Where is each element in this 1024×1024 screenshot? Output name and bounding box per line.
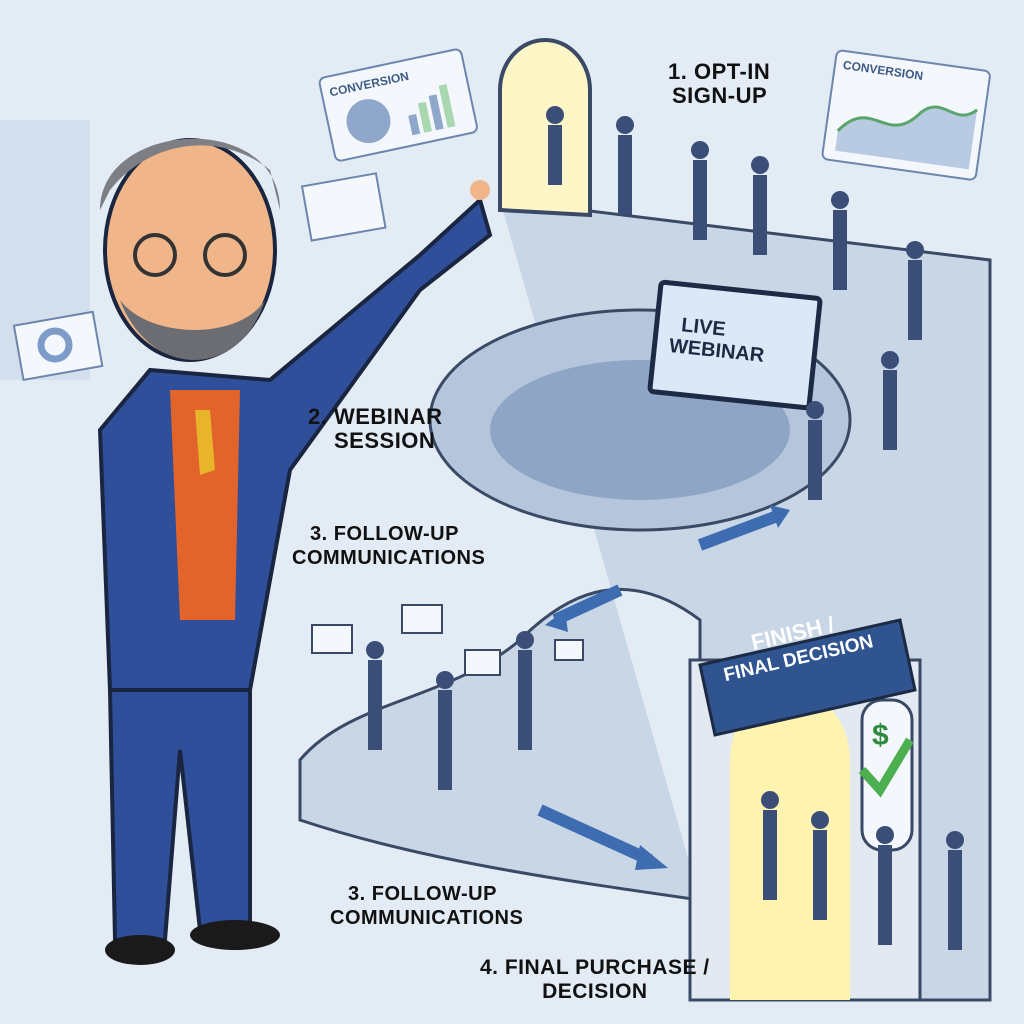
email-icons [311, 604, 584, 676]
stage-1-subtitle: Sign-Up [672, 83, 768, 108]
webinar-screen [647, 279, 823, 411]
conversion-panel-right: CONVERSION [821, 49, 991, 181]
finish-banner [698, 618, 917, 737]
stage-1-title: 1. Opt-In [668, 59, 771, 84]
stage-3-title: 3. Follow-Up [310, 523, 459, 545]
chart-panel-small [300, 172, 387, 242]
stage-3-label: 3. Follow-Up Communications [292, 522, 485, 570]
stage-4-subtitle: Decision [542, 980, 648, 1003]
stage-2-title: 2. Webinar [308, 404, 443, 429]
path-arrow [537, 804, 653, 866]
crowd [366, 106, 964, 950]
path-arrow [552, 584, 623, 626]
stage-3b-subtitle: Communications [330, 907, 524, 929]
stage-4-label: 4. Final Purchase / Decision [480, 956, 710, 1004]
stage-3-subtitle: Communications [292, 547, 486, 569]
stage-3b-label: 3. Follow-Up Communications [330, 882, 523, 930]
dollar-icon: $ [872, 719, 889, 752]
stage-2-label: 2. Webinar Session [308, 405, 443, 453]
conversion-panel-left: CONVERSION [318, 48, 478, 162]
stage-4-title: 4. Final Purchase / [480, 956, 710, 979]
check-icon [858, 737, 914, 798]
presenter-character [97, 138, 493, 965]
path-arrow [697, 509, 783, 551]
donut-panel [12, 310, 104, 382]
stage-3b-title: 3. Follow-Up [348, 883, 497, 905]
final-doorway [730, 690, 850, 1000]
stage-1-label: 1. Opt-In Sign-Up [668, 60, 770, 108]
stage-2-subtitle: Session [334, 428, 436, 453]
opt-in-door [498, 38, 592, 218]
